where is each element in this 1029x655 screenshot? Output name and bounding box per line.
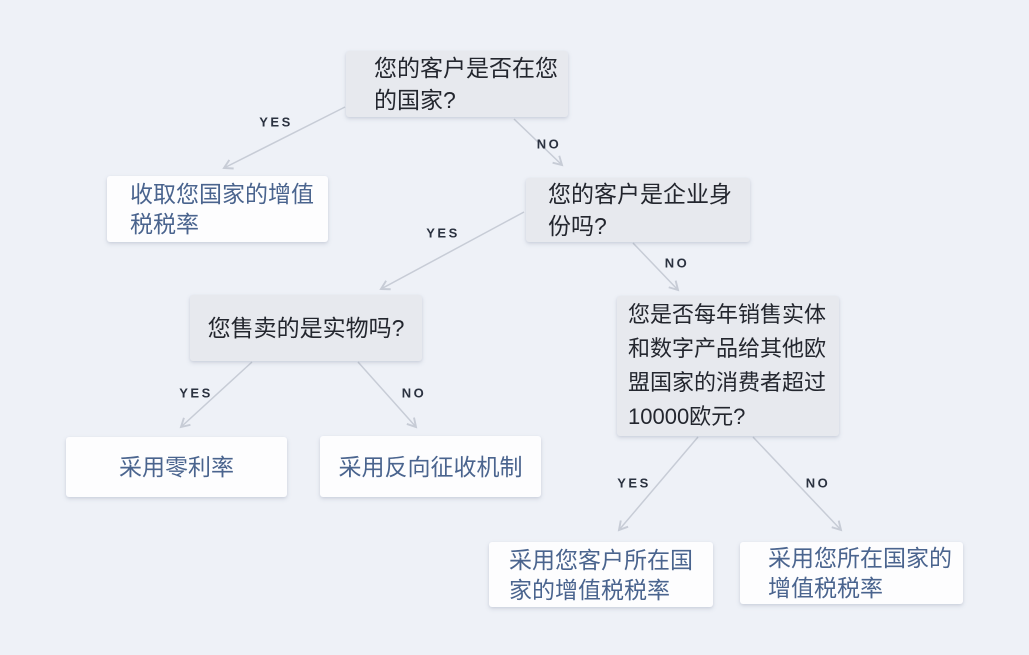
decision-node-text: 您售卖的是实物吗? [207,315,405,341]
decision-node-eu-sales-over-10000: 您是否每年销售实体和数字产品给其他欧盟国家的消费者超过10000欧元? [617,296,839,436]
edge-label-yes: YES [259,114,293,130]
outcome-node-text: 收取您国家的增值税税率 [130,181,314,237]
outcome-node-text: 采用反向征收机制 [338,453,523,480]
outcome-node-text: 采用您客户所在国家的增值税税率 [509,546,693,603]
edge-label-yes: YES [179,385,213,401]
outcome-node-zero-rate: 采用零利率 [66,437,287,497]
decision-node-customer-in-country: 您的客户是否在您的国家? [346,51,568,117]
edge-label-yes: YES [426,225,460,241]
outcome-node-charge-own-country-vat: 收取您国家的增值税税率 [107,176,328,242]
outcome-node-reverse-charge: 采用反向征收机制 [320,436,541,497]
decision-node-text: 您是否每年销售实体和数字产品给其他欧盟国家的消费者超过10000欧元? [628,302,827,429]
edge-label-no: NO [536,136,562,152]
outcome-node-text: 采用您所在国家的增值税税率 [768,545,952,601]
decision-node-text: 您的客户是否在您的国家? [374,55,558,113]
outcome-node-text: 采用零利率 [119,454,234,480]
edge-label-no: NO [664,255,690,271]
outcome-node-own-country-vat: 采用您所在国家的增值税税率 [740,542,963,604]
decision-node-customer-is-business: 您的客户是企业身份吗? [526,178,750,242]
edge-label-no: NO [401,385,427,401]
outcome-node-customer-country-vat: 采用您客户所在国家的增值税税率 [489,542,713,607]
edge-label-no: NO [805,475,831,491]
edge-q2-yes [379,211,525,291]
decision-node-text: 您的客户是企业身份吗? [548,181,732,239]
decision-node-selling-physical-goods: 您售卖的是实物吗? [190,295,422,361]
edge-label-yes: YES [617,475,651,491]
